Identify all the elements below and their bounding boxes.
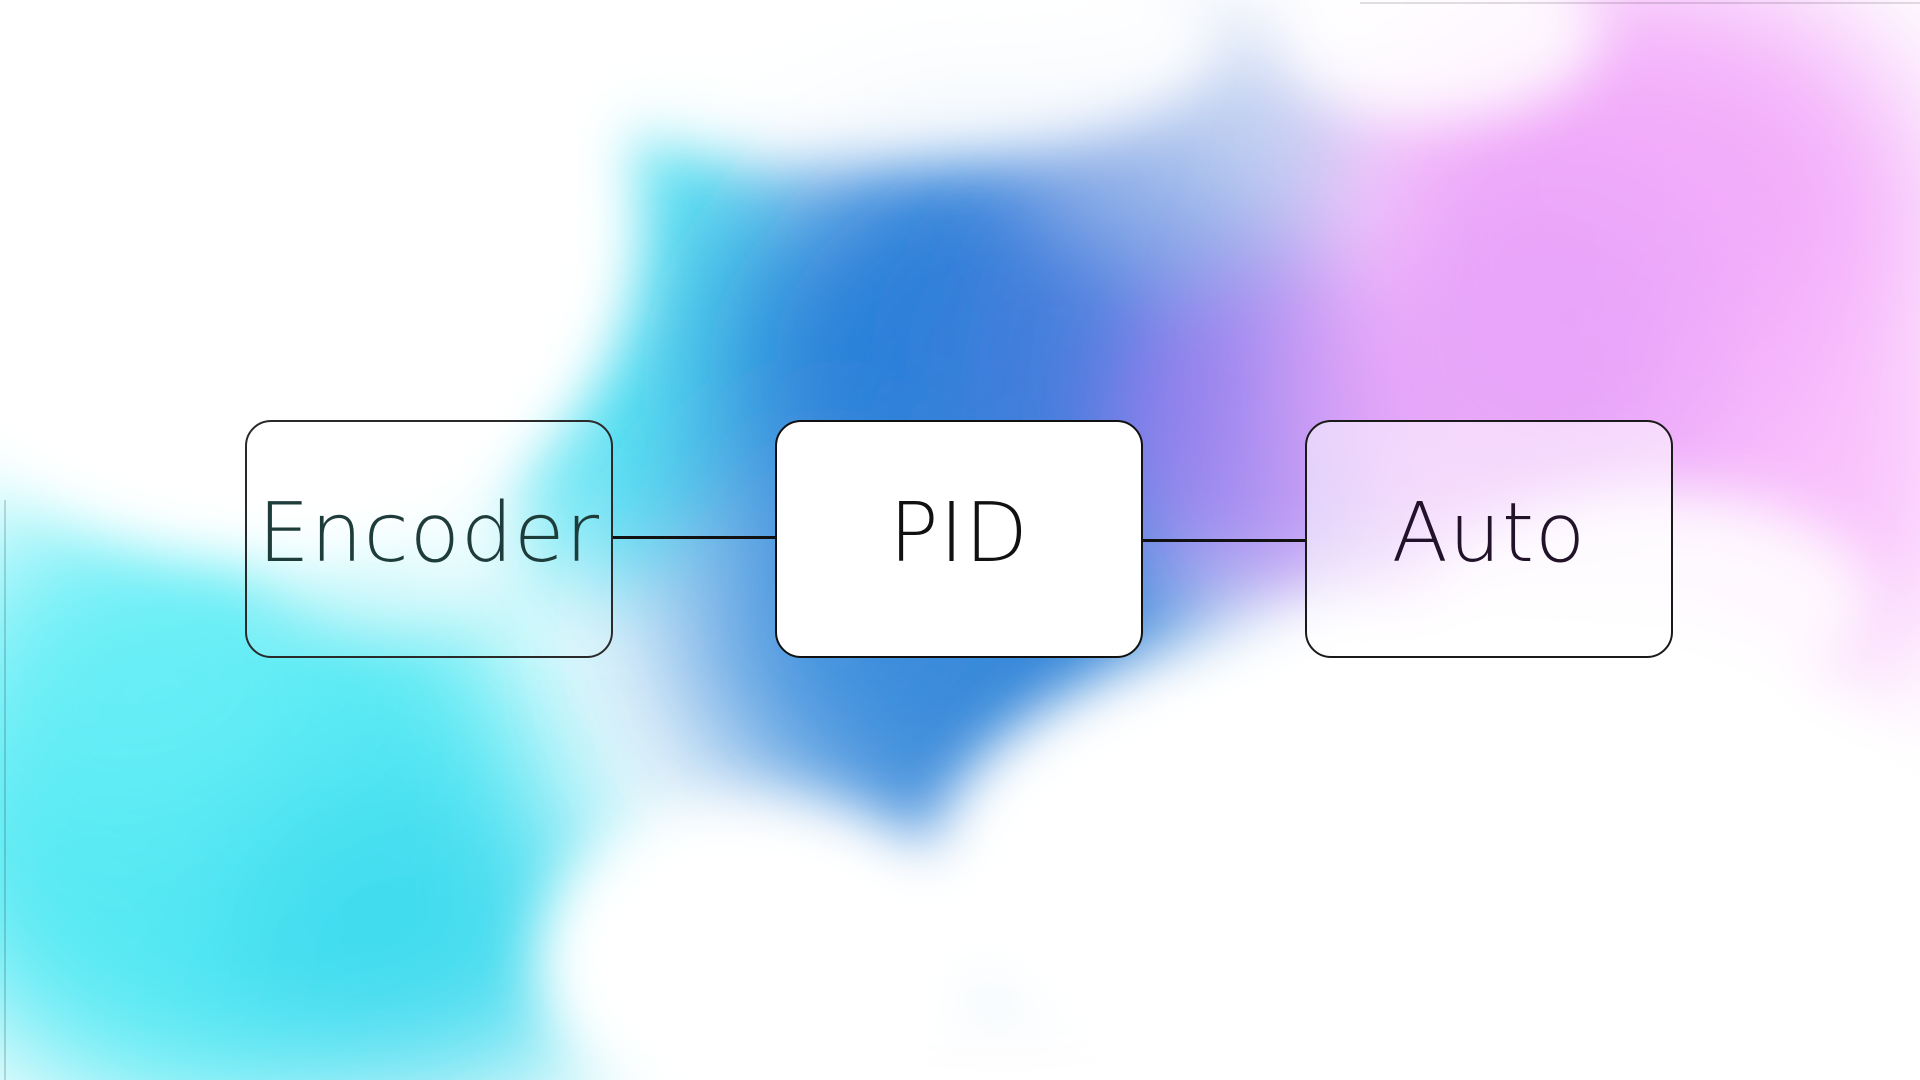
connector-encoder-pid	[613, 536, 775, 539]
frame-edge-top	[1360, 2, 1920, 4]
auto-label: Auto	[1391, 485, 1587, 581]
pid-node: PID	[775, 420, 1143, 658]
encoder-node: Encoder	[245, 420, 613, 658]
pid-label: PID	[889, 485, 1029, 581]
frame-edge-left	[4, 500, 6, 1080]
auto-node: Auto	[1305, 420, 1673, 658]
connector-pid-auto	[1143, 539, 1305, 542]
encoder-label: Encoder	[257, 485, 601, 581]
